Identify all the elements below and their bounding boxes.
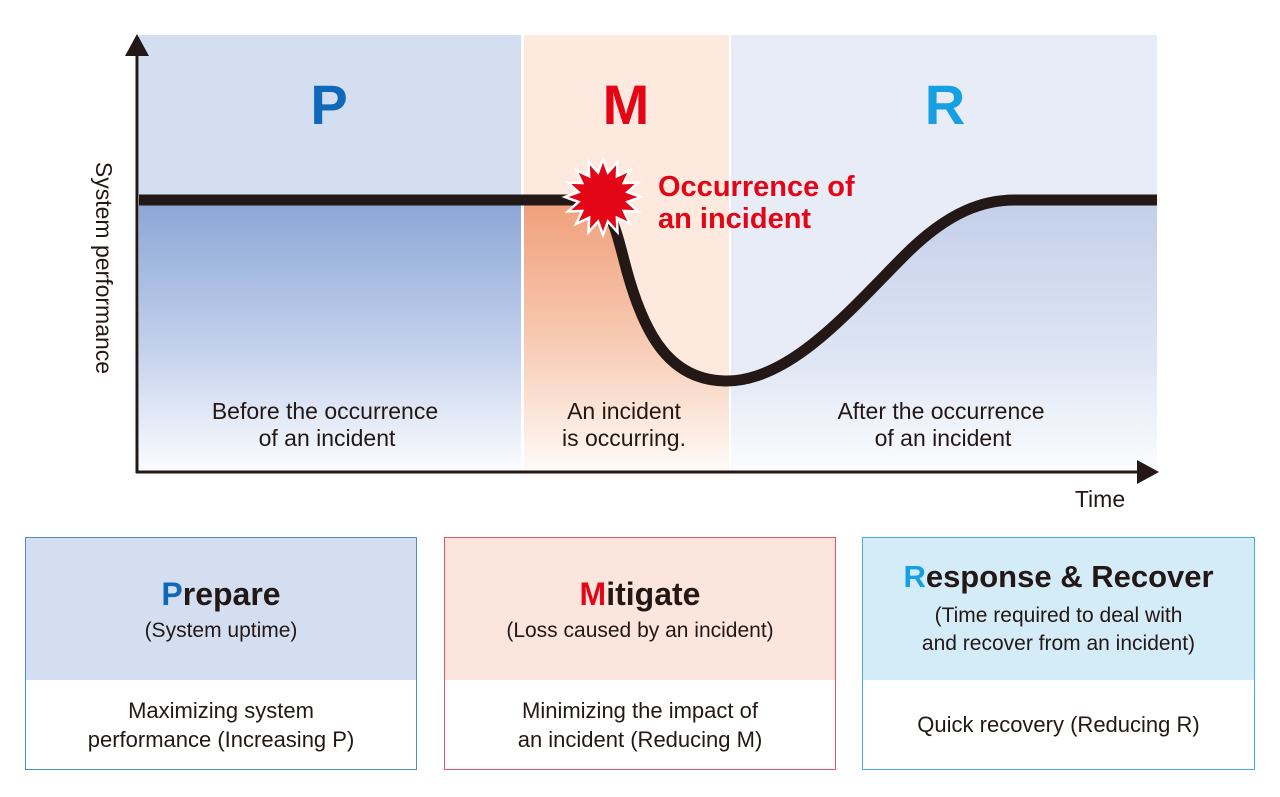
caption-m-line1: An incident	[567, 398, 681, 424]
title-rest: itigate	[606, 575, 701, 612]
phase-fill-p	[139, 200, 521, 470]
card-prepare: Prepare (System uptime) Maximizing syste…	[25, 537, 417, 770]
subtitle-line: (Loss caused by an incident)	[506, 618, 774, 642]
body-line: Maximizing system	[128, 697, 314, 723]
caption-p-line2: of an incident	[259, 425, 396, 451]
card-mitigate-title: Mitigate	[580, 575, 701, 613]
subtitle-line: (System uptime)	[144, 618, 298, 642]
title-initial: R	[903, 559, 926, 594]
card-response-recover-header: Response & Recover (Time required to dea…	[863, 538, 1254, 680]
title-initial: P	[161, 575, 183, 612]
phase-letter-r: R	[925, 73, 965, 136]
phase-letter-p: P	[310, 73, 347, 136]
card-mitigate-body: Minimizing the impact of an incident (Red…	[445, 680, 835, 769]
title-rest: repare	[182, 575, 281, 612]
caption-p-line1: Before the occurrence	[212, 398, 438, 424]
subtitle-line: and recover from an incident)	[921, 632, 1196, 655]
phase-band-p	[139, 35, 521, 200]
caption-r-line2: of an incident	[875, 425, 1012, 451]
card-prepare-title: Prepare	[161, 575, 280, 613]
title-initial: M	[579, 575, 607, 612]
title-rest: esponse & Recover	[925, 559, 1214, 594]
body-line: an incident (Reducing M)	[517, 726, 763, 752]
performance-curve	[139, 194, 1157, 387]
incident-label-line1: Occurrence of	[658, 171, 855, 203]
card-mitigate-subtitle: (Loss caused by an incident)	[506, 617, 773, 644]
body-line: Minimizing the impact of	[522, 697, 758, 723]
card-response-recover-title: Response & Recover	[903, 558, 1213, 596]
pmr-diagram: P M R Occurrence of an incident Before t…	[91, 34, 1159, 512]
loss-area-m	[524, 200, 729, 470]
card-response-recover: Response & Recover (Time required to dea…	[862, 537, 1255, 770]
card-mitigate-header: Mitigate (Loss caused by an incident)	[445, 538, 835, 680]
x-axis-arrow-icon	[1137, 460, 1159, 484]
body-line: performance (Increasing P)	[87, 726, 355, 752]
y-axis-label: System performance	[91, 162, 117, 374]
incident-label-line2: an incident	[658, 203, 811, 235]
y-axis-arrow-icon	[125, 34, 149, 56]
subtitle-line: (Time required to deal with	[934, 604, 1183, 627]
burst-icon	[561, 155, 645, 239]
phase-letter-m: M	[603, 73, 650, 136]
body-line: Quick recovery (Reducing R)	[917, 712, 1200, 737]
x-axis-label: Time	[1075, 486, 1125, 512]
card-mitigate: Mitigate (Loss caused by an incident) Mi…	[444, 537, 836, 770]
caption-m-line2: is occurring.	[562, 425, 686, 451]
card-prepare-body: Maximizing system performance (Increasing…	[26, 680, 416, 769]
card-prepare-header: Prepare (System uptime)	[26, 538, 416, 680]
card-response-recover-body: Quick recovery (Reducing R)	[863, 680, 1254, 769]
card-response-recover-subtitle: (Time required to deal with and recover f…	[922, 602, 1195, 658]
caption-r-line1: After the occurrence	[837, 398, 1044, 424]
recovery-area-r	[731, 200, 1157, 470]
card-prepare-subtitle: (System uptime)	[145, 617, 298, 644]
